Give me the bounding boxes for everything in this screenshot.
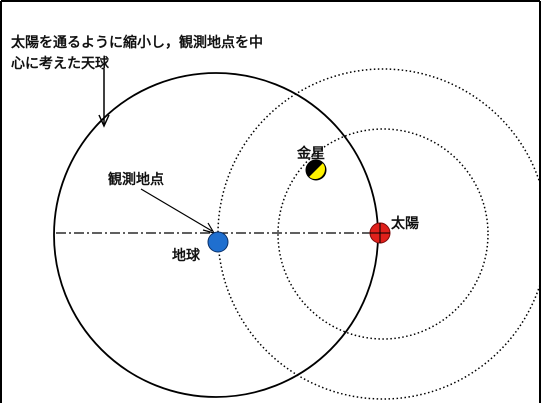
earth-label: 地球 [172, 247, 201, 264]
earth-marker [207, 231, 229, 253]
caption-line-2: 心に考えた天球 [11, 55, 110, 72]
caption-line-1: 太陽を通るように縮小し，観測地点を中 [11, 34, 263, 51]
venus-label: 金星 [296, 145, 325, 162]
outer-orbit-dotted [217, 68, 541, 400]
observation-arrow-shaft [140, 188, 213, 232]
venus-lit-side [309, 163, 325, 179]
observation-arrow-head [202, 222, 216, 234]
venus-orbit-dotted [277, 128, 489, 340]
venus-marker [305, 159, 327, 181]
venus-outline [305, 159, 327, 181]
sun-label: 太陽 [391, 215, 419, 232]
caption-arrow-head [98, 114, 110, 128]
observation-point-label: 観測地点 [108, 171, 164, 188]
